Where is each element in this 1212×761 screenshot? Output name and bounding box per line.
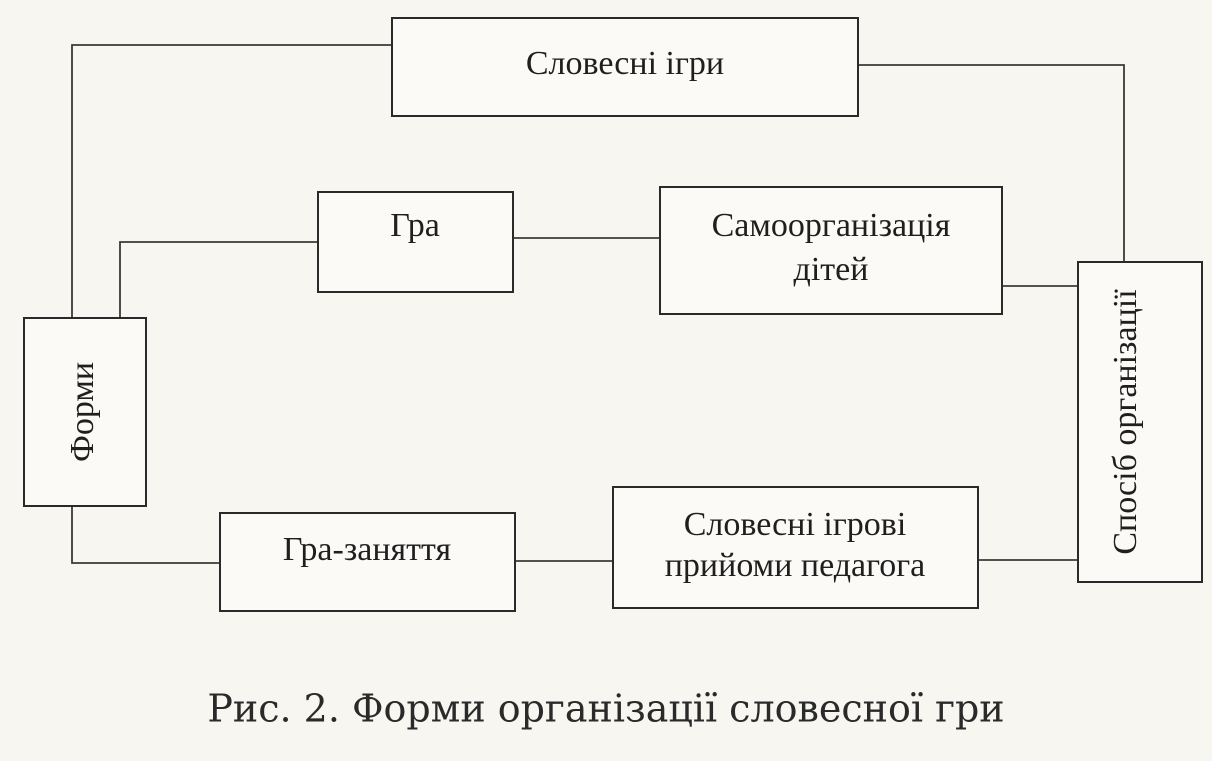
node-verbal-games-label: Словесні ігри <box>526 45 724 82</box>
node-teacher-techniques-label-line1: Словесні ігрові <box>684 506 907 543</box>
node-verbal-games-box <box>391 17 859 117</box>
node-game-box <box>317 191 514 293</box>
node-teacher-techniques-label-line2: прийоми педагога <box>665 547 926 584</box>
node-game-lesson-box <box>219 512 516 612</box>
connector-forms-to-game <box>119 241 318 318</box>
node-forms-box <box>23 317 147 507</box>
node-self-organization-label-line1: Самоорганізація <box>712 207 951 244</box>
connectors <box>71 44 1125 564</box>
node-self-organization: Самоорганізація дітей <box>659 186 1003 315</box>
connector-forms-to-game-lesson <box>71 506 220 564</box>
node-verbal-games: Словесні ігри <box>391 17 859 117</box>
connector-forms-to-verbal-games <box>71 44 392 318</box>
node-game-lesson-label: Гра-заняття <box>283 531 452 568</box>
node-self-organization-label-line2: дітей <box>794 251 869 288</box>
node-method-of-organization: Спосіб організації <box>1077 261 1203 583</box>
node-forms: Форми <box>23 317 147 507</box>
node-game-label: Гра <box>390 207 440 244</box>
node-method-of-organization-label: Спосіб організації <box>1107 289 1144 555</box>
node-self-organization-box <box>659 186 1003 315</box>
node-game: Гра <box>317 191 514 293</box>
node-game-lesson: Гра-заняття <box>219 512 516 612</box>
node-forms-label: Форми <box>64 362 101 462</box>
node-teacher-techniques: Словесні ігрові прийоми педагога <box>612 486 979 609</box>
node-method-of-organization-box <box>1077 261 1203 583</box>
figure-caption: Рис. 2. Форми організації словесної гри <box>207 687 1004 731</box>
node-teacher-techniques-box <box>612 486 979 609</box>
connector-verbal-games-to-method <box>858 64 1125 262</box>
